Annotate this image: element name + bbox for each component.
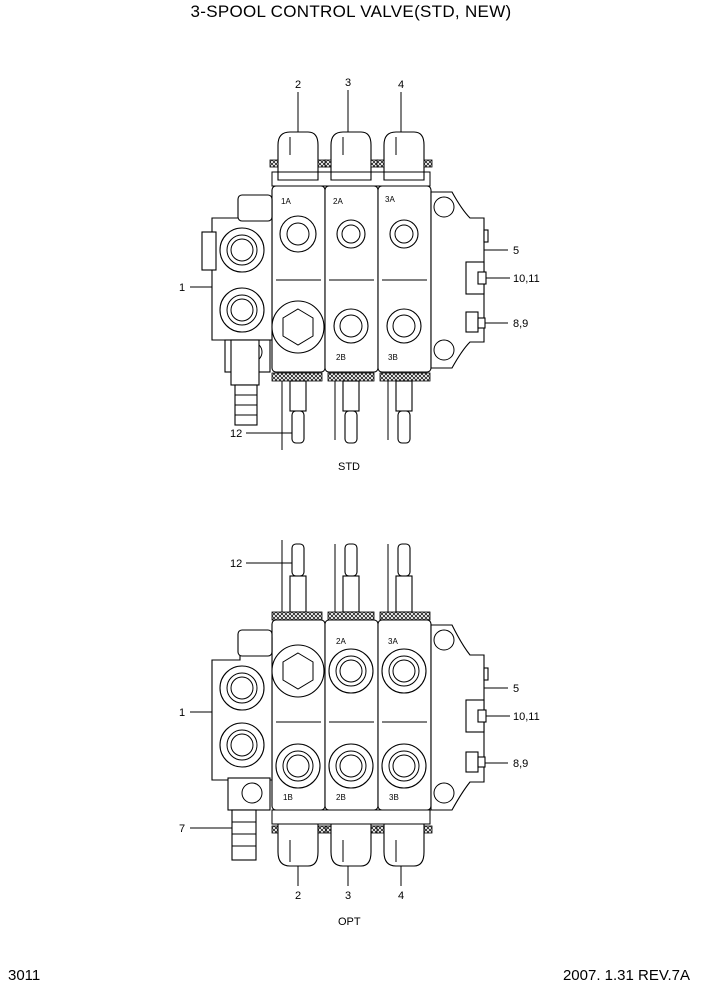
std-callout-1: 1: [179, 282, 185, 294]
opt-ports: [271, 644, 427, 789]
std-callout-10-11: 10,11: [513, 273, 540, 285]
opt-callout-3: 3: [345, 890, 351, 902]
opt-callout-7: 7: [179, 823, 185, 835]
opt-callout-1: 1: [179, 707, 185, 719]
opt-callout-12: 12: [230, 558, 242, 570]
opt-port-3a: 3A: [388, 637, 398, 646]
std-spool-ends: [230, 339, 431, 450]
opt-port-2b: 2B: [336, 793, 346, 802]
opt-spool-caps: [271, 809, 433, 867]
page-title: 3-SPOOL CONTROL VALVE(STD, NEW): [190, 2, 512, 21]
revision-label: 2007. 1.31 REV.7A: [562, 967, 690, 984]
std-caption: STD: [338, 461, 360, 473]
std-callout-3: 3: [345, 77, 351, 89]
std-callout-8-9: 8,9: [513, 318, 528, 330]
opt-callout-2: 2: [295, 890, 301, 902]
std-port-1a: 1A: [281, 197, 291, 206]
opt-caption: OPT: [338, 916, 361, 928]
opt-callout-5: 5: [513, 683, 519, 695]
std-port-3a: 3A: [385, 195, 395, 204]
std-view: 2 3 4 1 5 10,11 8,9 12 1A 2A 3A 2B 3B ST…: [179, 77, 540, 473]
std-callout-2: 2: [295, 79, 301, 91]
opt-port-2a: 2A: [336, 637, 346, 646]
std-callout-12: 12: [230, 428, 242, 440]
opt-port-3b: 3B: [389, 793, 399, 802]
std-port-2b: 2B: [336, 353, 346, 362]
opt-callout-4: 4: [398, 890, 404, 902]
std-port-2a: 2A: [333, 197, 343, 206]
std-spool-caps: [269, 131, 433, 187]
opt-leaders: [190, 562, 510, 886]
std-callout-5: 5: [513, 245, 519, 257]
opt-inlet-block: [211, 629, 273, 861]
std-leaders: [190, 90, 510, 434]
page-number: 3011: [8, 967, 41, 984]
opt-view: 12 1 7 5 10,11 8,9 2 3 4 2A 3A 1B 2B 3B …: [179, 540, 540, 928]
opt-callout-10-11: 10,11: [513, 711, 540, 723]
std-ports: [271, 215, 422, 354]
std-port-3b: 3B: [388, 353, 398, 362]
std-callout-4: 4: [398, 79, 404, 91]
opt-callout-8-9: 8,9: [513, 758, 528, 770]
std-end-cover: [430, 191, 489, 369]
opt-port-1b: 1B: [283, 793, 293, 802]
opt-spool-rods: [271, 540, 431, 621]
opt-end-cover: [430, 624, 489, 811]
